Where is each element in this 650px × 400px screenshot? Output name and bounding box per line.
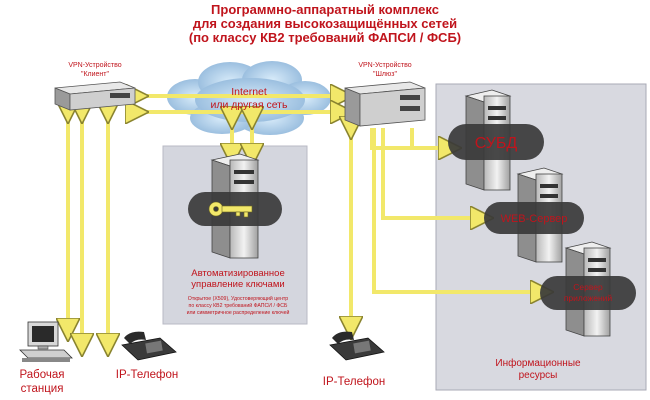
dbms-label: СУБД — [475, 135, 518, 152]
info-resources-label-1: Информационные — [495, 357, 581, 369]
vpn-gateway-label-1: VPN-Устройство — [358, 61, 411, 69]
title-line-3: (по классу КВ2 требований ФАПСИ / ФСБ) — [189, 30, 461, 45]
vpn-client-device — [54, 81, 136, 111]
key-mgmt-label-1: Автоматизированное — [191, 268, 284, 279]
key-mgmt-label-2: управление ключами — [191, 279, 284, 290]
app-label-1: Сервер — [573, 282, 603, 292]
dbms-pill — [448, 124, 544, 160]
vpn-client-label-1: VPN-Устройство — [68, 61, 121, 69]
ip-phone-left-label: IP-Телефон — [116, 369, 178, 381]
vpn-gateway-label-2: "Шлюз" — [373, 71, 397, 78]
key-mgmt-note-1: Открытое (X509), Удостоверяющий центр — [188, 295, 289, 302]
web-label: WEB-Сервер — [501, 213, 568, 225]
ip-phone-right-icon — [329, 331, 385, 361]
connection-arrows — [68, 96, 542, 345]
vpn-gateway-device — [344, 81, 426, 127]
info-resources-label-2: ресурсы — [519, 370, 558, 381]
cloud-label-1: Internet — [231, 86, 267, 98]
title-line-1: Программно-аппаратный комплекс — [211, 2, 439, 17]
workstation-label-2: станция — [21, 383, 64, 395]
app-pill — [540, 276, 636, 310]
key-icon — [208, 201, 253, 218]
workstation-label-1: Рабочая — [19, 369, 64, 381]
web-pill — [484, 202, 584, 234]
ip-phone-left-icon — [121, 331, 177, 361]
title-line-2: для создания высокозащищённых сетей — [193, 16, 457, 31]
app-label-2: приложений — [564, 293, 613, 303]
workstation-icon — [19, 321, 73, 362]
key-mgmt-note-2: по классу КВ2 требований ФАПСИ / ФСБ — [189, 302, 288, 309]
cloud-label-2: или другая сеть — [211, 99, 288, 111]
vpn-client-label-2: "Клиент" — [81, 71, 110, 78]
ip-phone-right-label: IP-Телефон — [323, 376, 385, 388]
key-mgmt-note-3: или симметричное распределение ключей — [187, 309, 290, 316]
